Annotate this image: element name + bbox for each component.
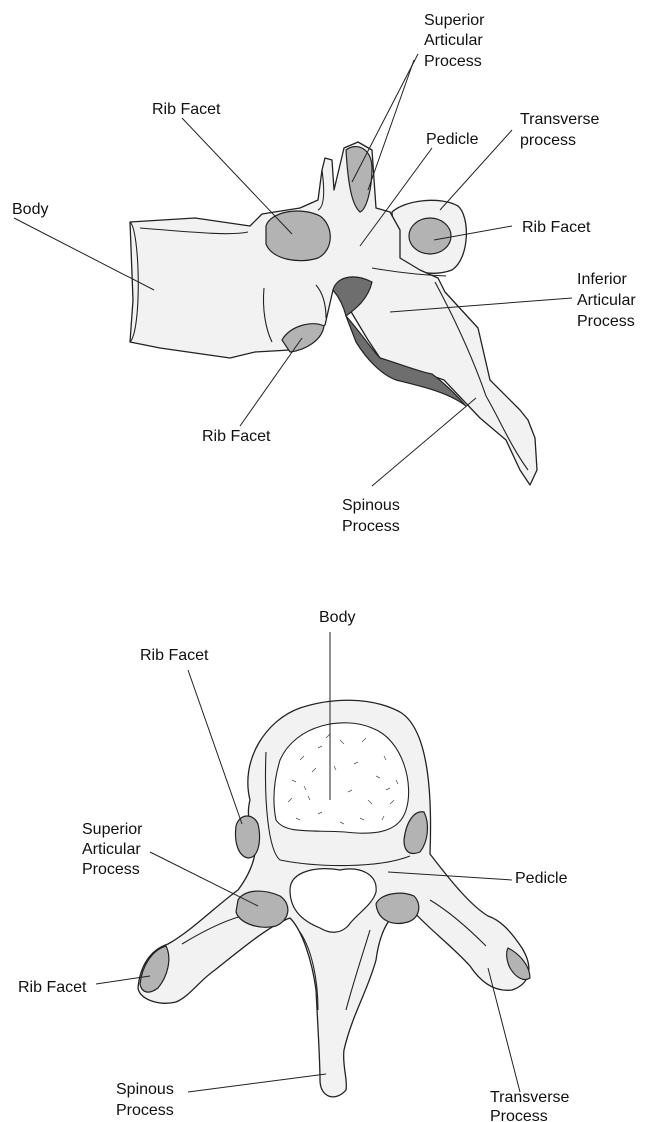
superior-label-rib-facet-left: Rib Facet [18, 979, 87, 996]
lateral-label-body: Body [12, 201, 48, 218]
superior-rib-facet-left-shape [236, 816, 260, 858]
lateral-label-spinous-process: Spinous Process [342, 497, 404, 535]
superior-label-pedicle: Pedicle [515, 870, 568, 887]
lateral-label-pedicle: Pedicle [426, 131, 479, 148]
lateral-view: Superior Articular Process Rib Facet Ped… [12, 12, 640, 535]
lateral-rib-facet-upper-shape [266, 211, 330, 261]
lateral-label-rib-facet-transverse: Rib Facet [522, 219, 591, 236]
lateral-label-inferior-articular: Inferior Articular Process [577, 271, 640, 330]
lateral-label-rib-facet-lower: Rib Facet [202, 428, 271, 445]
lateral-label-transverse-process: Transverse process [520, 111, 604, 149]
superior-articular-facet-left-shape [236, 891, 288, 927]
lateral-label-superior-articular: Superior Articular Process [424, 12, 489, 70]
lateral-vertebra-body-shape [130, 142, 537, 485]
lateral-rib-facet-transverse-shape [409, 218, 451, 254]
superior-label-superior-articular: Superior Articular Process [82, 821, 147, 878]
lateral-label-rib-facet-upper: Rib Facet [152, 101, 221, 118]
superior-label-transverse-process: Transverse Process [490, 1089, 574, 1122]
superior-view: Body Rib Facet Superior Articular Proces… [18, 609, 574, 1122]
superior-label-spinous-process: Spinous Process [116, 1081, 178, 1119]
superior-label-rib-facet-upper: Rib Facet [140, 647, 209, 664]
superior-label-body: Body [319, 609, 355, 626]
